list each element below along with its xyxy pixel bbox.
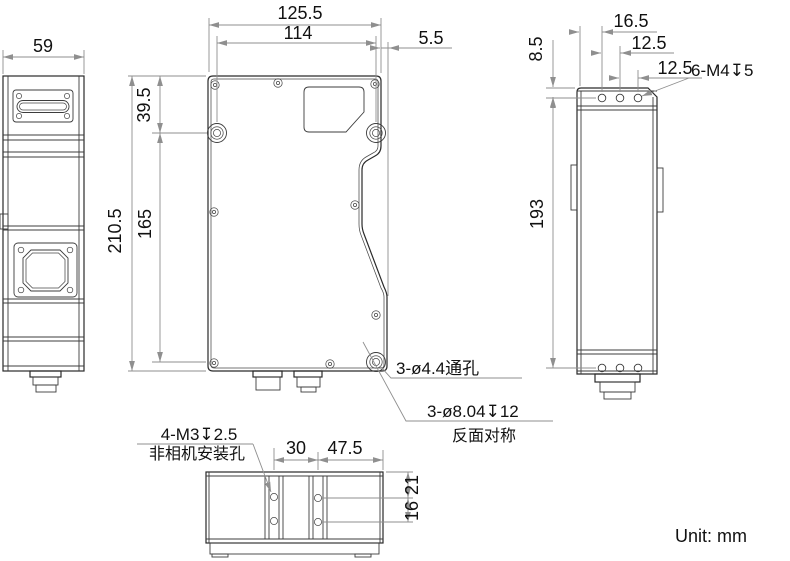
cover-screws (209, 78, 381, 369)
side-tab (0, 213, 9, 230)
dim-bottom-rail-pitch: 30 (286, 438, 306, 458)
dim-right-hole-pitch-b: 12.5 (657, 58, 692, 78)
leader-through-hole (379, 365, 522, 379)
top-thread-holes (597, 93, 643, 103)
dim-front-right-offset: 5.5 (418, 28, 443, 48)
dim-front-hole-span-width: 114 (284, 23, 313, 43)
dim-bottom-edge-to-row: 21 (402, 475, 422, 495)
dimension-lines (2, 18, 702, 523)
dim-front-top-to-hole: 39.5 (134, 87, 154, 122)
side-tab-right (656, 167, 664, 213)
bottom-connector (29, 370, 62, 393)
dim-right-hole-rows-span: 193 (527, 199, 547, 229)
side-tab-left (570, 164, 578, 211)
bottom-connectors (252, 370, 323, 393)
dim-right-hole-pitch-a: 12.5 (631, 33, 666, 53)
callout-counterbore: 3-ø8.04↧12 (427, 402, 519, 421)
mounting-rail-1 (264, 476, 284, 539)
bottom-thread-holes (597, 363, 643, 373)
indicator-window (303, 86, 365, 133)
right-side-view (570, 87, 664, 400)
bottom-view (205, 471, 384, 558)
callout-counterbore-note: 反面对称 (452, 427, 516, 445)
dim-bottom-row-pitch: 16 (402, 501, 422, 521)
dim-bottom-rail-to-edge: 47.5 (327, 438, 362, 458)
lens-window-panel (13, 242, 78, 298)
callout-m3-thread: 4-M3↧2.5 (161, 425, 238, 444)
dimension-labels: 59 125.5 114 5.5 210.5 39.5 165 16.5 12.… (33, 3, 753, 546)
leader-m4-holes (641, 77, 690, 97)
dim-front-overall-height: 210.5 (105, 208, 125, 253)
dim-right-top-to-holes: 8.5 (526, 36, 546, 61)
left-side-view (0, 75, 85, 393)
bottom-connector (594, 373, 641, 400)
leader-m3-holes (252, 443, 272, 493)
dim-front-overall-width: 125.5 (277, 3, 322, 23)
callout-m3-note: 非相机安装孔 (149, 445, 245, 463)
base-plate (209, 542, 380, 555)
callout-m4-thread: 6-M4↧5 (691, 61, 753, 80)
dim-front-hole-span-height: 165 (135, 209, 155, 239)
leader-counterbore (362, 341, 553, 422)
dim-right-edge-to-hole: 16.5 (613, 11, 648, 31)
front-view (207, 75, 388, 393)
unit-label: Unit: mm (675, 526, 747, 546)
mounting-holes (207, 123, 386, 372)
laser-window-panel (12, 89, 74, 123)
callout-through-hole: 3-ø4.4通孔 (396, 359, 479, 378)
dim-left-width: 59 (33, 36, 53, 56)
mounting-rail-2 (308, 476, 328, 539)
